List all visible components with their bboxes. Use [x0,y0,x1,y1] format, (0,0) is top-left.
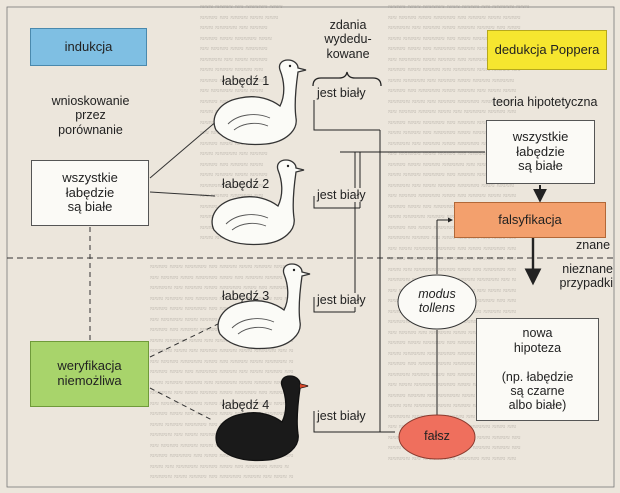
known-label: znane [576,238,611,252]
hypothesis-text: wszystkie łabędzie są białe [512,128,569,174]
false-label: fałsz [424,429,450,443]
generalization-text: wszystkie łabędzie są białe [62,169,118,215]
new-hypothesis-text: nowa hipoteza (np. łabędzie są czarne al… [501,326,574,413]
statement-bracket-3 [313,297,355,313]
statement-bracket-4 [313,411,395,433]
generalization-box: wszystkie łabędzie są białe [31,160,149,226]
falsification-box: falsyfikacja [454,202,606,238]
swan-4-statement: jest biały [316,409,367,424]
unknown-label: nieznane przypadki [559,262,614,291]
verification-text: weryfikacja niemożliwa [57,358,122,388]
induction-method-label: wnioskowanie przez porównanie [51,94,130,137]
swan-2-label: łabędź 2 [222,177,270,191]
link-gen-swan2 [149,191,216,197]
deduction-title: dedukcja Poppera [494,41,600,57]
link-verif-swan4 [149,387,213,421]
swan-1-label: łabędź 1 [222,74,270,88]
theory-label: teoria hipotetyczna [492,95,598,109]
link-verif-swan3 [149,321,223,358]
deduced-sentences-label: zdania wydedu- kowane [324,18,372,61]
statement-bracket-2 [313,196,360,209]
false-ellipse [398,414,476,460]
induction-title: indukcja [64,38,113,54]
falsification-text: falsyfikacja [498,211,562,227]
frame [6,6,615,488]
verification-box: weryfikacja niemożliwa [30,341,149,407]
swan-2-icon [211,159,305,246]
swan-3-statement: jest biały [316,293,367,308]
hypothesis-box: wszystkie łabędzie są białe [486,120,595,184]
swan-1-icon [213,59,307,146]
deduced-brace [312,71,382,87]
induction-box: indukcja [30,28,147,66]
swan-3-label: łabędź 3 [222,289,270,303]
link-gen-swan1 [149,119,219,179]
modus-tollens-label: modus tollens [418,287,456,316]
swan-2-statement: jest biały [316,188,367,203]
swan-4-icon [215,375,309,462]
deduction-box: dedukcja Poppera [487,30,607,70]
statement-bracket-1 [313,100,380,131]
modus-tollens-ellipse [397,274,477,330]
swan-3-icon [217,263,311,350]
new-hypothesis-box: nowa hipoteza (np. łabędzie są czarne al… [476,318,599,421]
swan-4-label: łabędź 4 [222,398,270,412]
swan-1-statement: jest biały [316,86,367,101]
